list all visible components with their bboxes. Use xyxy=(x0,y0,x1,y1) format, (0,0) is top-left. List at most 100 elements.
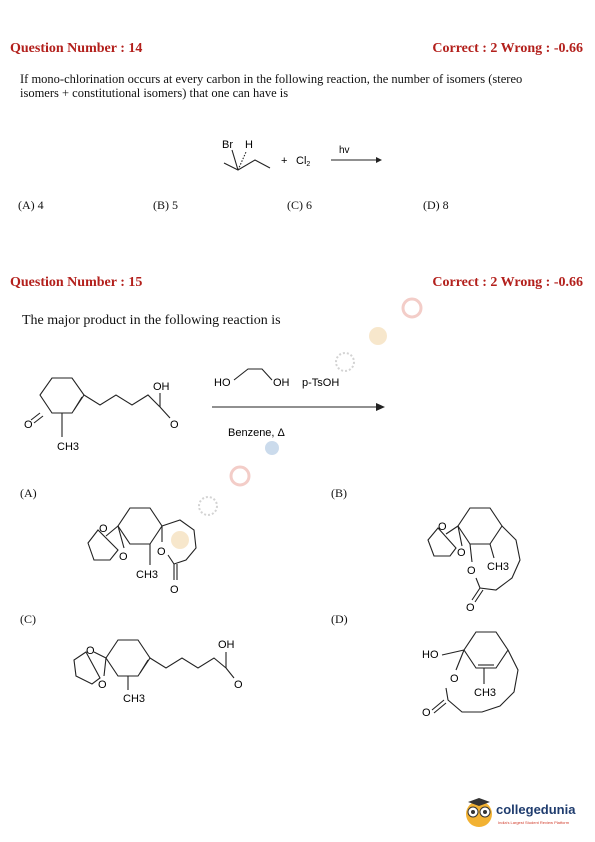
watermark-disc-icon xyxy=(369,327,387,345)
q14-condition: hv xyxy=(339,145,350,156)
q14-reaction-scheme: Br H + Cl2 hv xyxy=(222,139,382,171)
q14-carbon-chain xyxy=(223,159,271,171)
q14-text-line1: If mono-chlorination occurs at every car… xyxy=(20,72,523,86)
q15-d-lactone-ring xyxy=(445,649,519,713)
q15-a-ketal-bond-2 xyxy=(117,525,125,549)
brand-tagline: India's Largest Student Review Platform xyxy=(498,820,570,825)
q15-b-ketal-bond-1 xyxy=(445,525,459,535)
q15-b-dioxolane xyxy=(427,527,457,557)
q15-option-c-structure: O O CH3 OH O xyxy=(73,639,243,705)
q14-atom-h: H xyxy=(245,139,253,151)
q15-c-o-ketal1: O xyxy=(86,645,95,657)
q15-reactant-co-bond xyxy=(30,412,41,421)
q15-reactant-o2: O xyxy=(170,419,179,431)
q15-reactant-ring xyxy=(39,377,85,414)
q15-d-oh-bond xyxy=(441,649,465,656)
q15-option-a-structure: O O CH3 O O xyxy=(87,507,197,596)
q15-b-ring xyxy=(457,507,503,545)
watermark-dot-icon xyxy=(265,441,279,455)
q15-condition: Benzene, Δ xyxy=(228,427,286,439)
q15-d-ho: HO xyxy=(422,649,439,661)
q15-d-o-ring: O xyxy=(450,673,459,685)
q15-d-carbonyl-bond xyxy=(431,699,445,711)
watermark-disc-icon-2 xyxy=(171,531,189,549)
q14-reagent-sub: 2 xyxy=(306,161,310,168)
q14-reagent: Cl2 xyxy=(296,155,310,168)
q15-reactant-o1: O xyxy=(24,419,33,431)
q15-d-ring-o-bond xyxy=(455,649,465,671)
q15-marks: Correct : 2 Wrong : -0.66 xyxy=(432,275,583,290)
q15-reactant: O CH3 OH O xyxy=(24,377,179,453)
q14-arrowhead xyxy=(376,157,382,163)
collegedunia-logo: collegedunia India's Largest Student Rev… xyxy=(462,796,590,836)
q15-c-ketal-bond-2 xyxy=(103,657,107,677)
q14-reagent-cl: Cl xyxy=(296,155,306,167)
q15-b-ring-o-bond xyxy=(469,543,473,563)
q15-reactant-co-bond-2 xyxy=(33,415,44,424)
q15-b-carbonyl-bond xyxy=(471,587,481,601)
q15-c-ketone-bond xyxy=(225,667,235,679)
q15-c-o-carbonyl: O xyxy=(234,679,243,691)
q15-reaction-arrowhead xyxy=(376,403,385,411)
q15-d-carbonyl-bond-2 xyxy=(433,702,447,714)
q14-option-b[interactable]: (B) 5 xyxy=(153,198,178,212)
q15-a-ketal-bond-1 xyxy=(105,525,119,537)
watermark-gear-icon-2 xyxy=(198,496,218,516)
q15-d-ring xyxy=(463,631,509,669)
watermark-ring-icon xyxy=(401,297,423,319)
q15-d-o-carbonyl: O xyxy=(422,707,431,719)
q15-c-oh: OH xyxy=(218,639,235,651)
q14-option-d[interactable]: (D) 8 xyxy=(423,198,449,212)
q15-option-b-structure: O O O CH3 O xyxy=(427,507,521,614)
q15-b-lactone-ring xyxy=(475,525,521,591)
q15-a-o-ketal1: O xyxy=(99,523,108,535)
watermark-gear-icon xyxy=(335,352,355,372)
q14-question-text: If mono-chlorination occurs at every car… xyxy=(20,72,585,100)
q15-option-d-label[interactable]: (D) xyxy=(331,612,348,626)
q14-marks: Correct : 2 Wrong : -0.66 xyxy=(432,41,583,56)
q15-b-o-ring: O xyxy=(467,565,476,577)
q15-b-methyl-bond xyxy=(489,543,495,559)
q15-c-ketal-bond-1 xyxy=(93,651,107,659)
q15-a-ring xyxy=(117,507,163,545)
q15-option-d-structure: HO O CH3 O xyxy=(422,631,519,719)
q15-reagent-acid: p-TsOH xyxy=(302,377,339,389)
q15-c-o-ketal2: O xyxy=(98,679,107,691)
q15-option-a-label[interactable]: (A) xyxy=(20,486,37,500)
q15-b-ch3: CH3 xyxy=(487,561,509,573)
q15-reagent-ho: HO xyxy=(214,377,231,389)
q15-option-c-label[interactable]: (C) xyxy=(20,612,36,626)
q15-reactant-ch3: CH3 xyxy=(57,441,79,453)
brand-name: collegedunia xyxy=(496,802,576,817)
q15-a-o-ketal2: O xyxy=(119,551,128,563)
q15-d-ch3: CH3 xyxy=(474,687,496,699)
q15-header: Question Number : 15 xyxy=(10,275,143,290)
q15-a-ch3: CH3 xyxy=(136,569,158,581)
q15-b-carbonyl-bond-2 xyxy=(474,589,484,603)
q15-reactant-side-chain xyxy=(83,394,161,408)
q15-b-ketal-bond-2 xyxy=(457,525,463,547)
watermark-ring-icon-2 xyxy=(229,465,251,487)
q15-reagent-oh: OH xyxy=(273,377,290,389)
q15-option-b-label[interactable]: (B) xyxy=(331,486,347,500)
q14-text-line2: isomers + constitutional isomers) that o… xyxy=(20,86,289,100)
q15-c-double-bond xyxy=(139,659,149,674)
q15-c-ring xyxy=(105,639,151,677)
q15-b-o-ketal2: O xyxy=(457,547,466,559)
q15-b-o-carbonyl: O xyxy=(466,602,475,614)
q15-a-o-ring: O xyxy=(157,546,166,558)
q14-h-hash-bond xyxy=(237,151,247,171)
q15-c-dioxolane xyxy=(73,651,101,685)
q15-c-side-chain xyxy=(149,657,227,669)
q14-atom-br: Br xyxy=(222,139,233,151)
q14-header: Question Number : 14 xyxy=(10,41,143,56)
q15-reactant-double-bond xyxy=(73,396,83,411)
q15-b-o-ketal1: O xyxy=(438,521,447,533)
q14-option-a[interactable]: (A) 4 xyxy=(18,198,44,212)
q15-reactant-ketone-bond xyxy=(159,406,171,419)
q14-option-c[interactable]: (C) 6 xyxy=(287,198,312,212)
q15-c-ch3: CH3 xyxy=(123,693,145,705)
q15-question-text: The major product in the following react… xyxy=(22,313,281,328)
